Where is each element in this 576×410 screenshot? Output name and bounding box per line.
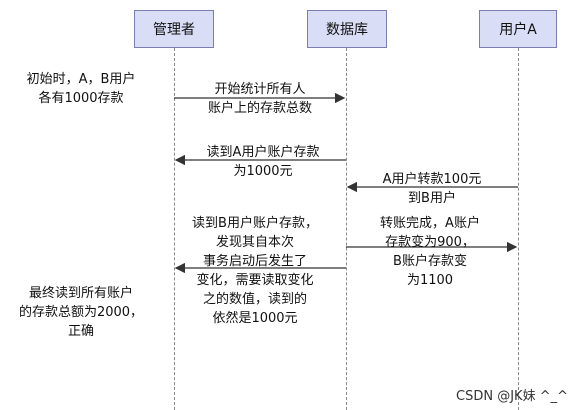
lifeline-database xyxy=(346,48,347,410)
note-final: 最终读到所有账户 的存款总额为2000， 正确 xyxy=(18,286,144,339)
note-transfer-done: 转账完成，A账户 存款变为900， B账户存款变 为1100 xyxy=(380,216,480,288)
note-initial: 初始时，A，B用户 各有1000存款 xyxy=(26,72,136,106)
note-start-stat: 开始统计所有人 账户上的存款总数 xyxy=(207,82,312,116)
note-transfer: A用户转款100元 到B用户 xyxy=(382,172,482,206)
note-read-b: 读到B用户账户存款， 发现其自本次 事务启动后发生了 变化，需要读取变化 之的数… xyxy=(192,216,318,326)
lifeline-user-a xyxy=(518,48,519,410)
actor-user-a: 用户A xyxy=(479,10,557,48)
note-read-a: 读到A用户账户存款 为1000元 xyxy=(206,145,320,179)
watermark: CSDN @JK妹 ^_^ xyxy=(456,389,568,404)
lifeline-manager xyxy=(174,48,175,410)
actor-database: 数据库 xyxy=(307,10,387,48)
actor-manager: 管理者 xyxy=(134,10,214,48)
